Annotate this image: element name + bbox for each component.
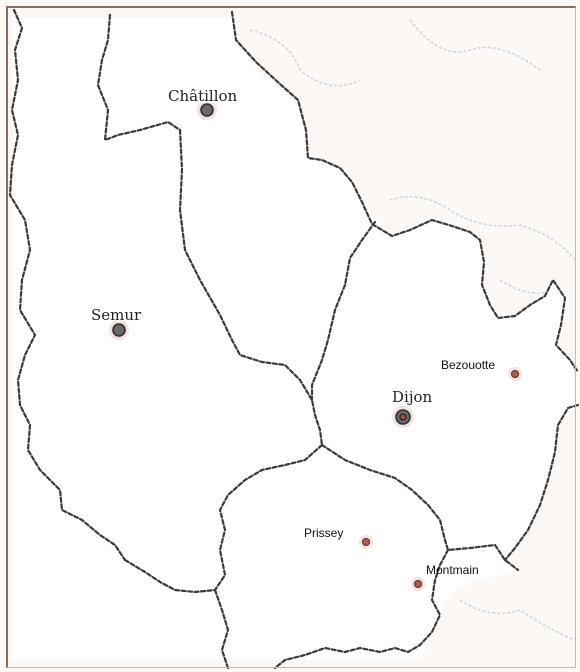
bezouotte-label: Bezouotte	[441, 358, 495, 372]
border-dijon-south	[320, 443, 520, 572]
border-west	[8, 8, 127, 562]
border-dijon-east	[503, 403, 580, 562]
border-chatillon-semur	[178, 128, 324, 447]
prissey-marker[interactable]	[362, 538, 370, 546]
dijon-marker-center	[399, 413, 407, 421]
border-south-west	[213, 588, 230, 670]
prissey-label: Prissey	[304, 526, 343, 540]
border-semur-south	[123, 443, 324, 594]
border-chatillon-east	[230, 10, 580, 374]
semur-label: Semur	[91, 306, 142, 324]
montmain-label: Montmain	[426, 563, 479, 577]
region-land	[12, 18, 578, 660]
dijon-label: Dijon	[392, 388, 433, 406]
border-chatillon-north	[96, 13, 182, 142]
labels: Châtillon Semur Dijon Bezouotte Prissey …	[90, 86, 496, 578]
border-south-east	[273, 548, 450, 670]
markers	[109, 100, 522, 591]
montmain-marker[interactable]	[414, 580, 422, 588]
border-chatillon-dijon	[310, 220, 377, 402]
borders	[8, 8, 580, 670]
bezouotte-marker[interactable]	[511, 370, 519, 378]
chatillon-label: Châtillon	[168, 87, 238, 105]
chatillon-marker[interactable]	[200, 103, 214, 117]
semur-marker[interactable]	[112, 323, 126, 337]
